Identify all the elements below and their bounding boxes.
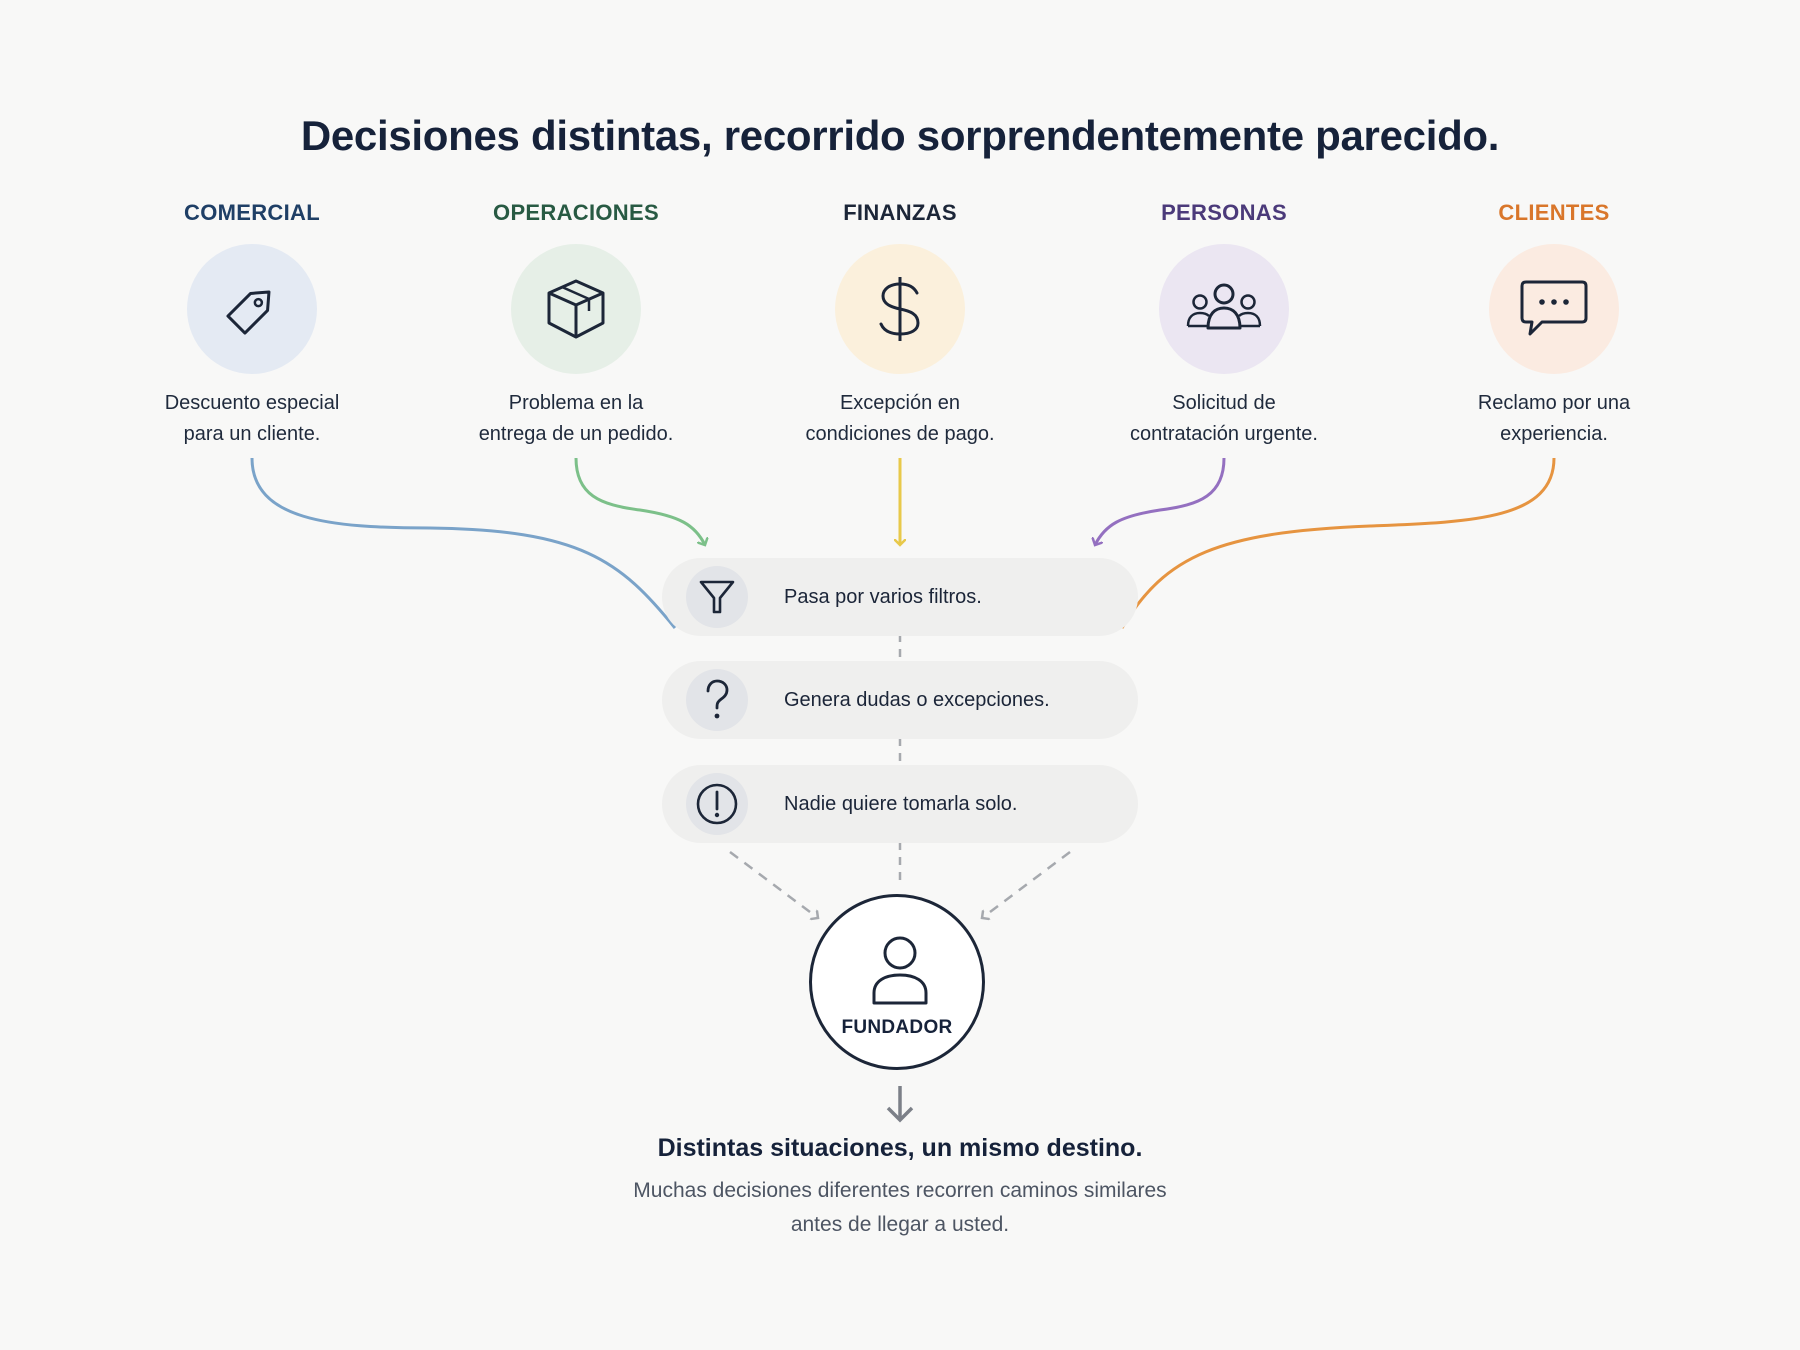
step-text: Nadie quiere tomarla solo. xyxy=(784,792,1018,815)
step-doubts: Genera dudas o excepciones. xyxy=(662,661,1138,739)
step-icon xyxy=(686,566,748,628)
desc-line-1: Excepción en xyxy=(839,392,961,414)
icon-circle xyxy=(1159,244,1289,374)
area-personas: PERSONAS Solicitud de contratación urgen… xyxy=(1074,200,1374,450)
desc-line-1: Solicitud de xyxy=(1172,392,1276,414)
step-icon xyxy=(686,773,748,835)
founder-label: FUNDADOR xyxy=(841,1017,953,1038)
icon-circle xyxy=(511,244,641,374)
comercial-connector xyxy=(250,457,677,629)
area-label: PERSONAS xyxy=(1161,200,1287,225)
desc-line-2: contratación urgente. xyxy=(1130,423,1318,445)
step-text: Genera dudas o excepciones. xyxy=(784,688,1050,711)
area-finanzas: FINANZAS Excepción en condiciones de pag… xyxy=(750,200,1050,450)
clientes-connector xyxy=(1120,457,1556,629)
area-description: Solicitud de contratación urgente. xyxy=(1074,388,1374,450)
area-label: CLIENTES xyxy=(1498,200,1610,225)
conclusion-heading: Distintas situaciones, un mismo destino. xyxy=(657,1134,1143,1162)
desc-line-2: entrega de un pedido. xyxy=(478,423,674,445)
area-description: Problema en la entrega de un pedido. xyxy=(426,388,726,450)
exclamation-icon xyxy=(696,783,738,825)
conclusion-line-1: Muchas decisiones diferentes recorren ca… xyxy=(633,1179,1167,1202)
desc-line-1: Descuento especial xyxy=(164,392,340,414)
personas-connector xyxy=(1095,457,1226,545)
operaciones-connector xyxy=(574,457,705,545)
area-comercial: COMERCIAL Descuento especial para un cli… xyxy=(102,200,402,450)
area-label: COMERCIAL xyxy=(184,200,320,225)
conclusion-text: Muchas decisiones diferentes recorren ca… xyxy=(550,1174,1250,1242)
desc-line-2: experiencia. xyxy=(1500,423,1608,445)
desc-line-1: Reclamo por una xyxy=(1477,392,1631,414)
dashed-arrow-right xyxy=(982,851,1071,918)
icon-circle xyxy=(835,244,965,374)
area-label: FINANZAS xyxy=(843,200,957,225)
chat-icon xyxy=(1520,280,1588,336)
tag-icon xyxy=(226,290,271,335)
desc-line-2: condiciones de pago. xyxy=(805,423,995,445)
person-icon xyxy=(872,936,928,1005)
area-label: OPERACIONES xyxy=(493,200,659,225)
area-clientes: CLIENTES Reclamo por una experiencia. xyxy=(1404,200,1704,450)
icon-circle xyxy=(1489,244,1619,374)
area-description: Reclamo por una experiencia. xyxy=(1404,388,1704,450)
people-icon xyxy=(1186,283,1262,330)
page-title: Decisiones distintas, recorrido sorprend… xyxy=(300,112,1500,159)
step-icon xyxy=(686,669,748,731)
question-icon xyxy=(706,679,729,719)
step-filters: Pasa por varios filtros. xyxy=(662,558,1138,636)
desc-line-1: Problema en la xyxy=(508,392,644,414)
conclusion-line-2: antes de llegar a usted. xyxy=(790,1213,1010,1236)
box-icon xyxy=(547,279,605,339)
down-arrow xyxy=(886,1086,914,1123)
icon-circle xyxy=(187,244,317,374)
dollar-icon xyxy=(879,277,920,341)
founder-node: FUNDADOR xyxy=(809,894,985,1070)
area-description: Descuento especial para un cliente. xyxy=(102,388,402,450)
step-text: Pasa por varios filtros. xyxy=(784,585,982,608)
funnel-icon xyxy=(699,580,735,614)
step-alone: Nadie quiere tomarla solo. xyxy=(662,765,1138,843)
area-operaciones: OPERACIONES Problema en la entrega de un… xyxy=(426,200,726,450)
desc-line-2: para un cliente. xyxy=(183,423,321,445)
dashed-arrow-left xyxy=(729,851,818,918)
area-description: Excepción en condiciones de pago. xyxy=(750,388,1050,450)
